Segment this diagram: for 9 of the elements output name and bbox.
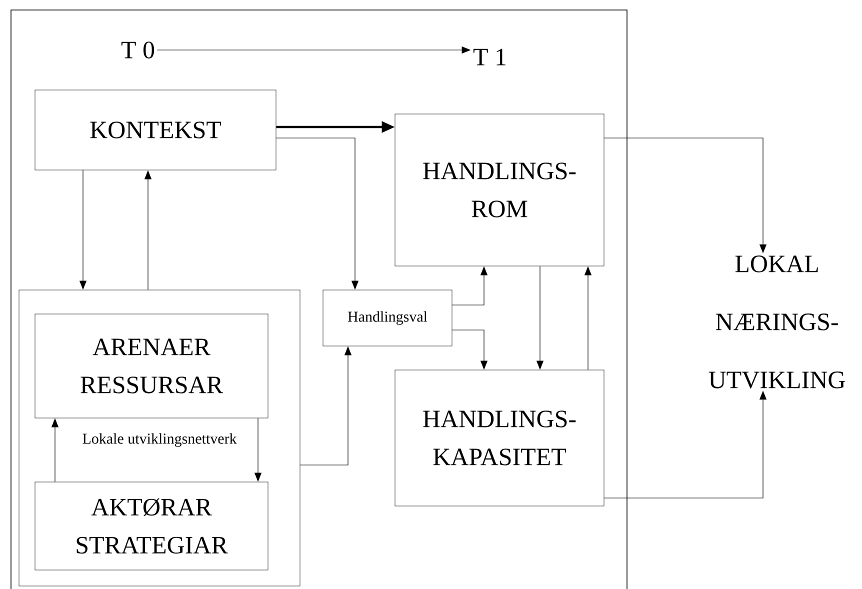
process-box: ARENAER RESSURSAR	[34, 314, 268, 418]
outcome-label: LOKAL NÆRINGS- UTVIKLING	[708, 256, 845, 388]
time-label: T 1	[473, 48, 506, 66]
process-box: HANDLINGS- KAPASITET	[394, 370, 604, 506]
process-box: HANDLINGS- ROM	[394, 114, 604, 266]
time-label: T 0	[121, 42, 154, 58]
process-box: AKTØRAR STRATEGIAR	[34, 482, 268, 570]
process-box: Handlingsval	[322, 290, 452, 346]
process-box: KONTEKST	[34, 90, 276, 170]
